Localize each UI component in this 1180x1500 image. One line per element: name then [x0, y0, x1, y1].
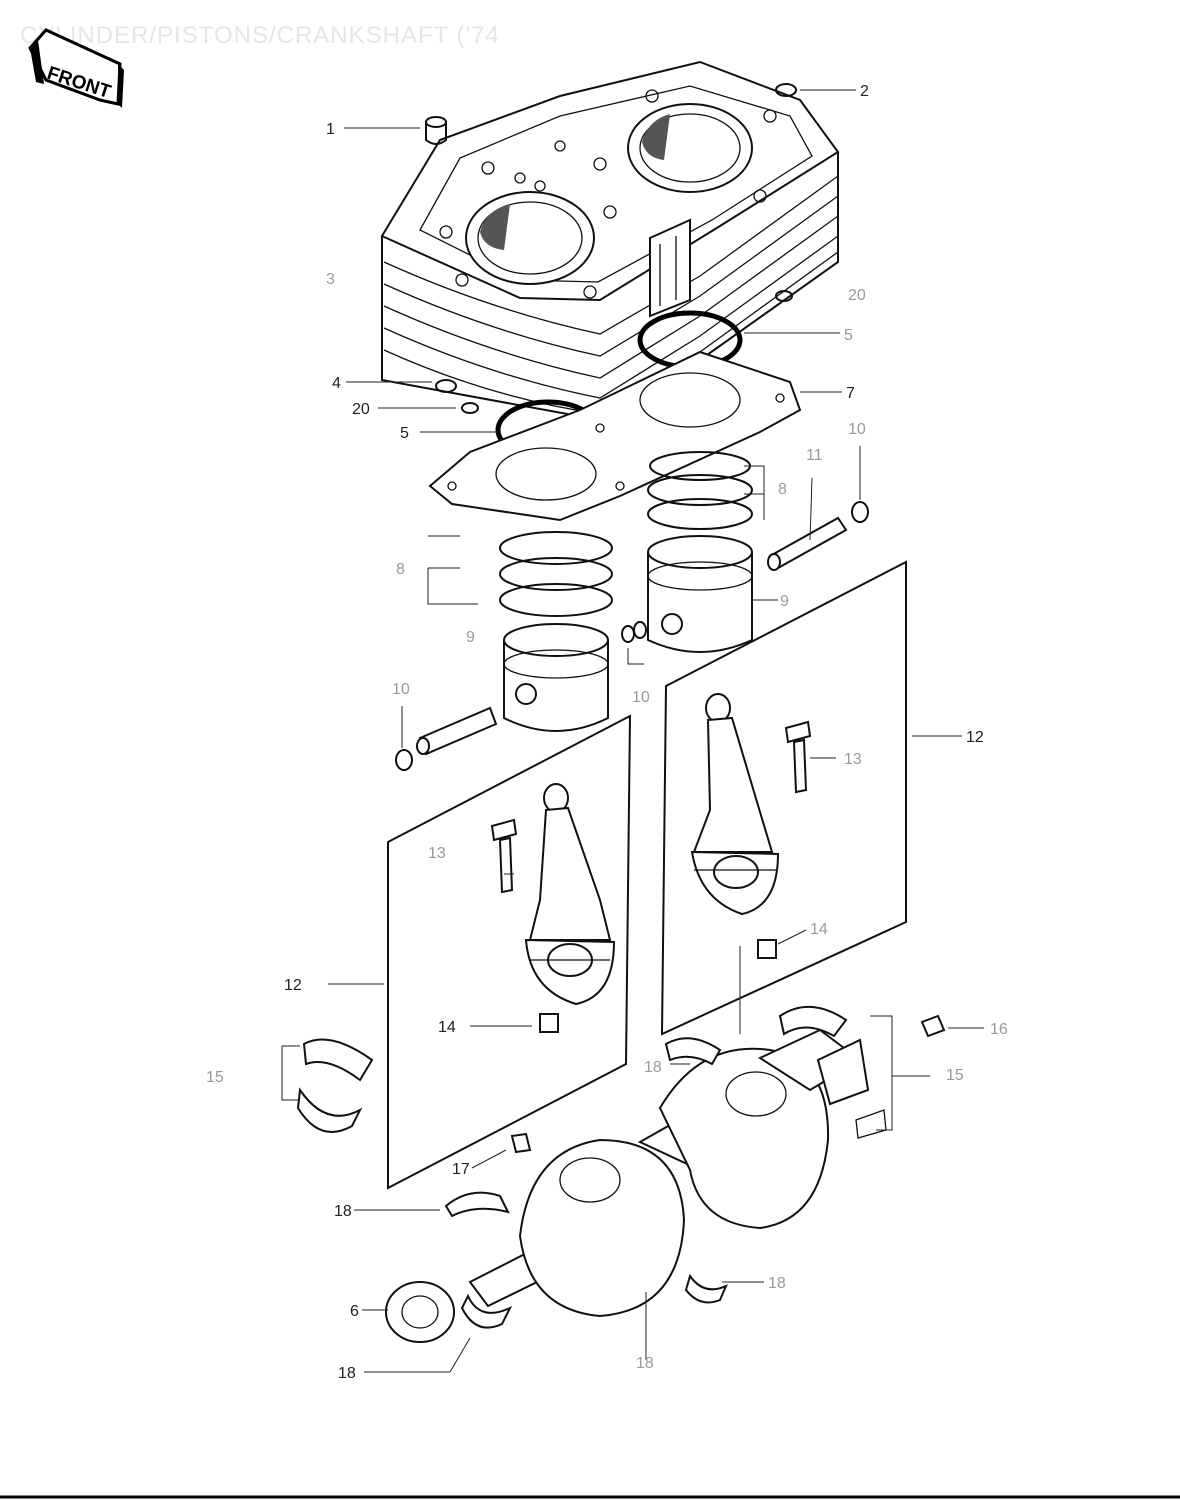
callout-18e: 18 — [636, 1355, 654, 1372]
callout-1: 1 — [326, 121, 335, 138]
callout-9a: 9 — [466, 629, 475, 646]
con-rod-panel-left — [387, 714, 632, 1190]
con-rod-bolt-left — [490, 818, 518, 894]
callout-10a: 10 — [848, 421, 866, 438]
callout-6: 6 — [350, 1303, 359, 1320]
circlip-10c — [621, 621, 647, 643]
bearing-inserts-left — [296, 1038, 374, 1133]
callout-16: 16 — [990, 1021, 1008, 1038]
piston-right — [647, 535, 753, 653]
callout-13b: 13 — [428, 845, 446, 862]
circlip-10a — [851, 501, 869, 523]
callout-11: 11 — [806, 447, 823, 464]
callout-20b: 20 — [352, 401, 370, 418]
callout-18a: 18 — [334, 1203, 352, 1220]
callout-9b: 9 — [780, 593, 789, 610]
crankshaft — [385, 1028, 887, 1343]
callout-18b: 18 — [644, 1059, 662, 1076]
callout-4: 4 — [332, 375, 341, 392]
callout-7: 7 — [846, 385, 855, 402]
callout-12b: 12 — [284, 977, 302, 994]
o-ring-2 — [775, 83, 797, 97]
con-rod-right — [690, 693, 780, 959]
con-rod-bolt-right — [784, 720, 812, 794]
cylinder-block — [380, 60, 840, 422]
callout-14a: 14 — [810, 921, 828, 938]
piston-pin-left — [416, 706, 498, 756]
callout-5b: 5 — [400, 425, 409, 442]
callout-13a: 13 — [844, 751, 862, 768]
callout-18c: 18 — [768, 1275, 786, 1292]
callout-17: 17 — [452, 1161, 470, 1178]
callout-2: 2 — [860, 83, 869, 100]
o-ring-20a — [775, 290, 793, 302]
circlip-10b — [395, 749, 413, 771]
woodruff-key — [920, 1014, 946, 1038]
callout-5a: 5 — [844, 327, 853, 344]
callout-15a: 15 — [206, 1069, 224, 1086]
base-gasket — [428, 350, 802, 522]
crank-nut — [510, 1132, 532, 1154]
main-bearing-inserts — [444, 1037, 728, 1329]
callout-8b: 8 — [778, 481, 787, 498]
dowel-4 — [435, 379, 457, 393]
callout-14b: 14 — [438, 1019, 456, 1036]
callout-15b: 15 — [946, 1067, 964, 1084]
con-rod-panel-right — [660, 560, 907, 1036]
dowel-pin — [425, 116, 447, 145]
diagram-title: CYLINDER/PISTONS/CRANKSHAFT ('74 — [20, 22, 500, 49]
callout-3: 3 — [326, 271, 335, 288]
piston-left — [503, 623, 609, 732]
callout-10c: 10 — [632, 689, 650, 706]
callout-8a: 8 — [396, 561, 405, 578]
con-rod-left — [524, 783, 616, 1033]
o-ring-20b — [461, 402, 479, 414]
callout-12a: 12 — [966, 729, 984, 746]
callout-10b: 10 — [392, 681, 410, 698]
callout-18d: 18 — [338, 1365, 356, 1382]
piston-rings-right — [647, 451, 753, 530]
leader-lines — [281, 89, 984, 1373]
piston-pin-right — [767, 516, 848, 571]
bearing-inserts-right — [778, 1005, 848, 1038]
front-arrow-icon: FRONT — [28, 28, 124, 108]
piston-rings-left — [499, 531, 613, 617]
callout-20a: 20 — [848, 287, 866, 304]
